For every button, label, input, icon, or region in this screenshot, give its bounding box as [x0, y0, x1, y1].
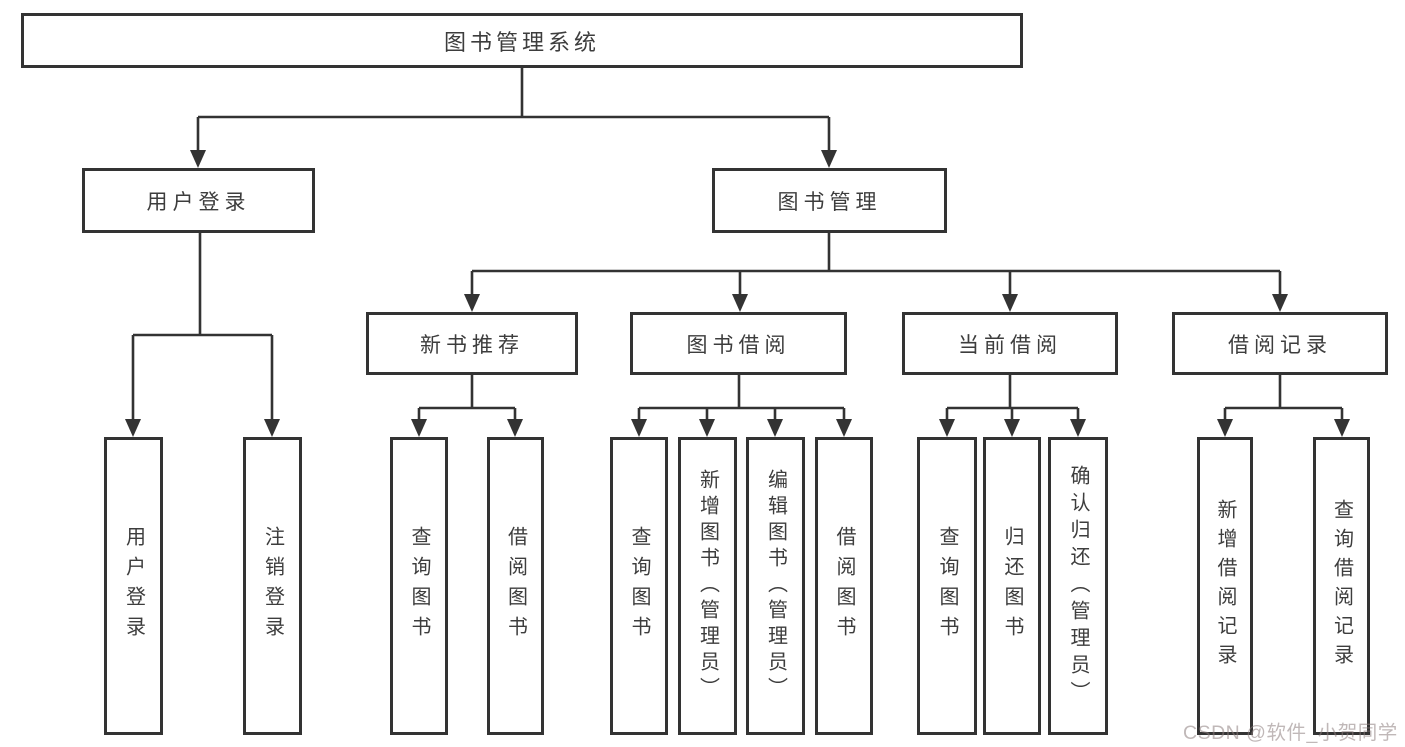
arrowhead-icon [631, 419, 647, 437]
node-leaf-bb-edit: 编辑图书（管理员） [746, 437, 805, 735]
arrowhead-icon [1334, 419, 1350, 437]
leaf-label: 注销登录 [261, 526, 284, 646]
arrowhead-icon [464, 294, 480, 312]
arrowhead-icon [836, 419, 852, 437]
leaf-label: 借阅图书 [504, 526, 527, 646]
node-leaf-login: 用户登录 [104, 437, 163, 735]
connector-book-mgmt-split [464, 233, 1288, 312]
connector-current-borrow-split [939, 375, 1086, 437]
connector-book-borrow-split [631, 375, 852, 437]
connector-borrow-records-split [1217, 375, 1350, 437]
node-leaf-nb-query: 查询图书 [390, 437, 448, 735]
node-leaf-bb-add: 新增图书（管理员） [678, 437, 737, 735]
node-leaf-bb-query: 查询图书 [610, 437, 668, 735]
leaf-label: 查询图书 [936, 526, 958, 646]
arrowhead-icon [821, 150, 837, 168]
arrowhead-icon [1070, 419, 1086, 437]
node-leaf-cb-return: 归还图书 [983, 437, 1041, 735]
arrowhead-icon [411, 419, 427, 437]
leaf-label: 用户登录 [122, 526, 145, 646]
arrowhead-icon [1002, 294, 1018, 312]
leaf-label: 新增借阅记录 [1214, 499, 1236, 673]
node-book-borrow: 图书借阅 [630, 312, 847, 375]
leaf-label: 新增图书（管理员） [696, 469, 719, 703]
arrowhead-icon [732, 294, 748, 312]
arrowhead-icon [1217, 419, 1233, 437]
connector-user-login-split [125, 233, 280, 437]
node-leaf-nb-borrow: 借阅图书 [487, 437, 544, 735]
arrowhead-icon [1004, 419, 1020, 437]
arrowhead-icon [939, 419, 955, 437]
arrowhead-icon [190, 150, 206, 168]
node-leaf-bb-borrow: 借阅图书 [815, 437, 873, 735]
leaf-label: 查询借阅记录 [1330, 499, 1353, 673]
watermark: CSDN @软件_小贺同学 [1183, 722, 1398, 744]
node-current-borrow: 当前借阅 [902, 312, 1118, 375]
connector-new-books-split [411, 375, 523, 437]
leaf-label: 确认归还（管理员） [1067, 464, 1089, 708]
arrowhead-icon [507, 419, 523, 437]
arrowhead-icon [264, 419, 280, 437]
leaf-label: 查询图书 [408, 526, 430, 646]
arrowhead-icon [767, 419, 783, 437]
node-book-mgmt: 图书管理 [712, 168, 947, 233]
node-leaf-logout: 注销登录 [243, 437, 302, 735]
arrowhead-icon [125, 419, 141, 437]
leaf-label: 归还图书 [1001, 526, 1023, 646]
arrowhead-icon [699, 419, 715, 437]
node-root: 图书管理系统 [21, 13, 1023, 68]
leaf-label: 查询图书 [628, 526, 650, 646]
node-leaf-cb-query: 查询图书 [917, 437, 977, 735]
connector-root-split [190, 68, 837, 168]
node-leaf-br-add: 新增借阅记录 [1197, 437, 1253, 735]
node-new-books: 新书推荐 [366, 312, 578, 375]
leaf-label: 借阅图书 [833, 526, 855, 646]
node-user-login: 用户登录 [82, 168, 315, 233]
node-leaf-br-query: 查询借阅记录 [1313, 437, 1370, 735]
leaf-label: 编辑图书（管理员） [764, 469, 787, 703]
node-borrow-records: 借阅记录 [1172, 312, 1388, 375]
node-leaf-cb-confirm: 确认归还（管理员） [1048, 437, 1108, 735]
arrowhead-icon [1272, 294, 1288, 312]
